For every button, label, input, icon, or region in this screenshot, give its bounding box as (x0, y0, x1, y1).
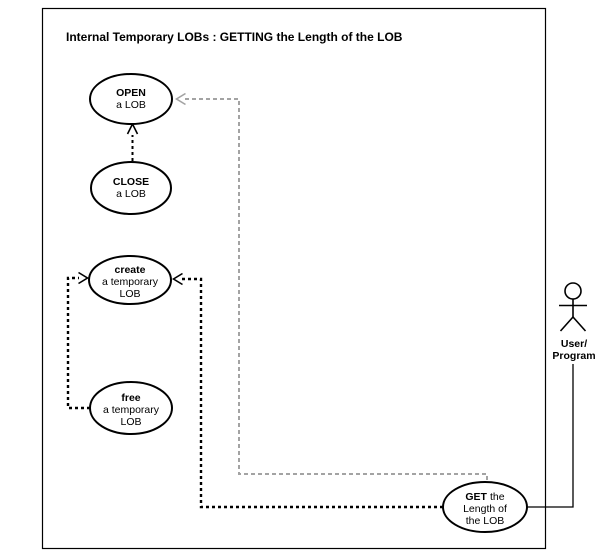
edge-get-to-create (182, 277, 443, 509)
usecase-close: CLOSE a LOB (90, 161, 172, 215)
actor-left-leg-icon (559, 316, 574, 332)
actor-label-2: Program (552, 350, 595, 362)
usecase-open-label-1: OPEN (116, 87, 146, 99)
usecase-free-label-2: a temporary (103, 404, 160, 416)
usecase-create-label-1: create (115, 264, 146, 276)
usecase-get-length-label-1a: GET (465, 491, 487, 503)
arrowhead-free-to-create-icon (78, 271, 90, 285)
usecase-open-ellipse (89, 73, 173, 125)
usecase-free: free a temporary LOB (89, 381, 173, 435)
usecase-get-length-ellipse (442, 481, 528, 533)
usecase-free-ellipse (89, 381, 173, 435)
edge-free-to-create (66, 276, 90, 410)
usecase-create: create a temporary LOB (88, 255, 172, 305)
usecase-free-label-3: LOB (120, 416, 141, 428)
usecase-get-length-label-3: the LOB (466, 515, 505, 527)
usecase-open-label-2: a LOB (116, 99, 146, 111)
usecase-create-ellipse (88, 255, 172, 305)
actor-head-icon (564, 282, 582, 300)
actor-label-1: User/ (561, 338, 587, 350)
usecase-free-label-1: free (121, 392, 140, 404)
usecase-create-label-3: LOB (119, 288, 140, 300)
actor-right-leg-icon (572, 316, 587, 332)
diagram-title: Internal Temporary LOBs : GETTING the Le… (66, 30, 403, 44)
system-boundary (41, 7, 547, 550)
usecase-open: OPEN a LOB (89, 73, 173, 125)
arrowhead-close-to-open-icon (126, 122, 139, 135)
usecase-close-label-2: a LOB (116, 188, 146, 200)
arrowhead-get-to-create-icon (171, 272, 183, 286)
edge-actor-to-get (527, 364, 574, 508)
usecase-close-label-1: CLOSE (113, 176, 149, 188)
arrowhead-get-to-open-icon (174, 92, 186, 106)
usecase-get-length-label-1b: the (490, 491, 505, 503)
usecase-close-ellipse (90, 161, 172, 215)
usecase-create-label-2: a temporary (102, 276, 159, 288)
edge-get-to-open (184, 98, 488, 480)
actor-user-program: User/ Program (552, 282, 596, 362)
usecase-get-length-label-2: Length of (463, 503, 507, 515)
